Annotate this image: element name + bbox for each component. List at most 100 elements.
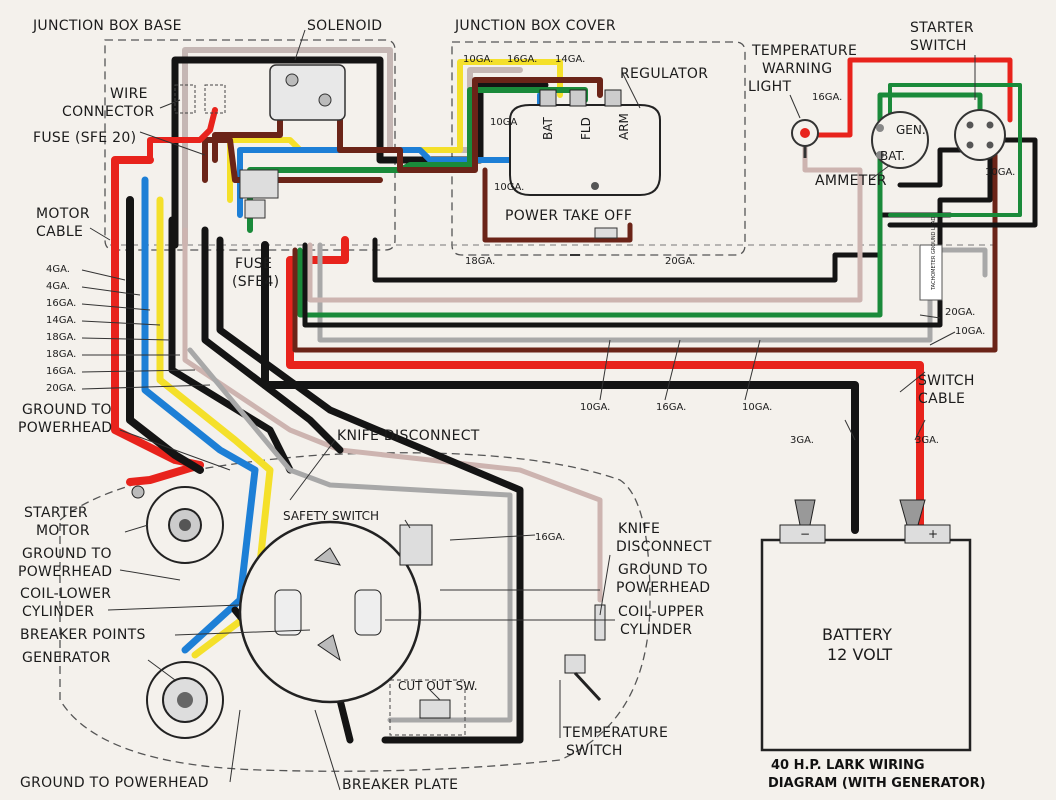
ground-powerhead-right-label-1: GROUND TO [618, 562, 708, 578]
gauge-bottom-2: 16GA. [656, 402, 686, 413]
wire-connector [174, 84, 226, 114]
gauge-starter: 10GA. [985, 167, 1015, 178]
temperature-warning-label-2: WARNING [762, 61, 832, 77]
switch-cable-label-1: SWITCH [918, 373, 975, 389]
battery-label-1: BATTERY [822, 625, 892, 644]
gauge-cover-10ga-3: 10GA. [494, 182, 524, 193]
wire-brown-loop [202, 137, 383, 183]
diagram-title-line-2: DIAGRAM (WITH GENERATOR) [768, 776, 986, 791]
wire-gray-tach [927, 247, 988, 278]
temperature-switch [564, 654, 602, 702]
gauge-battery-left: 3GA. [790, 435, 814, 446]
junction-box-cover-outline [451, 41, 746, 256]
gauge-left-7: 16GA. [46, 366, 76, 377]
wire-brown-pto [482, 167, 633, 243]
gauge-left-8: 20GA. [46, 383, 76, 394]
gauge-bottom-1: 10GA. [580, 402, 610, 413]
wire-green-2 [888, 83, 1022, 217]
wire-brown-harness [292, 137, 998, 353]
wire-yellow-top [227, 59, 563, 203]
solenoid [269, 64, 346, 121]
regulator-terminal-arm: ARM [617, 113, 631, 140]
coil-upper [594, 604, 606, 641]
gauge-safety-16: 16GA. [535, 532, 565, 543]
starter-motor [131, 485, 224, 564]
wire-red-upper [147, 107, 218, 163]
ammeter [871, 111, 929, 169]
ground-powerhead-top-label-1: GROUND TO [22, 402, 112, 418]
gauge-right-20: 20GA. [945, 307, 975, 318]
coil-lower-label-2: CYLINDER [22, 604, 94, 620]
starter-motor-label-1: STARTER [24, 505, 88, 521]
leader-lines [81, 29, 976, 791]
wire-black-switch [897, 147, 968, 188]
tachometer-tag [919, 244, 943, 301]
tachometer-tag-label: TACHOMETER GROUND LEAD [931, 217, 937, 291]
gauge-right-10: 10GA. [955, 326, 985, 337]
breaker-plate [238, 520, 422, 704]
safety-switch-label: SAFETY SWITCH [283, 509, 379, 523]
bat-terminal-label: BAT. [880, 149, 905, 163]
wire-black-motor2 [168, 216, 294, 474]
temperature-switch-label-2: SWITCH [566, 743, 623, 759]
wire-connector-label-2: CONNECTOR [62, 104, 154, 120]
starter-motor-label-2: MOTOR [36, 523, 90, 539]
generator-label: GENERATOR [22, 650, 111, 666]
junction-box-base-label: JUNCTION BOX BASE [32, 18, 182, 34]
wire-red-starter [807, 57, 1013, 138]
battery-plus-label: + [928, 527, 938, 541]
gauge-left-1: 4GA. [46, 264, 70, 275]
knife-disconnect-top-label: KNIFE DISCONNECT [337, 428, 480, 444]
ground-powerhead-mid-label-2: POWERHEAD [18, 564, 112, 580]
ground-powerhead-bottom-label: GROUND TO POWERHEAD [20, 775, 209, 791]
knife-disconnect-right-label-1: KNIFE [618, 521, 660, 537]
junction-box-base-outline [104, 39, 396, 251]
powerhead-outline [59, 452, 651, 772]
safety-switch [399, 524, 433, 566]
wire-red-harness [286, 236, 924, 534]
wire-black-battery [261, 241, 859, 534]
wire-black-top [171, 56, 549, 249]
switch-cable-label-2: CABLE [918, 391, 965, 407]
gauge-left-6: 18GA. [46, 349, 76, 360]
coil-upper-label-1: COIL-UPPER [618, 604, 704, 620]
wire-black-starter-out [887, 137, 1038, 228]
breaker-plate-label: BREAKER PLATE [342, 777, 458, 793]
battery [760, 499, 972, 752]
temperature-switch-label-1: TEMPERATURE [562, 725, 668, 741]
fuse-sfe20-label: FUSE (SFE 20) [33, 130, 136, 146]
fuse-sfe4-label-2: (SFE4) [232, 274, 279, 290]
coil-upper-label-2: CYLINDER [620, 622, 692, 638]
junction-box-cover-label: JUNCTION BOX COVER [454, 18, 616, 34]
wire-red-starter-motor [126, 461, 204, 486]
wire-black-motor3 [201, 226, 344, 454]
motor-cable-label-1: MOTOR [36, 206, 90, 222]
ammeter-label: AMMETER [815, 173, 887, 189]
gauge-left-5: 18GA. [46, 332, 76, 343]
temperature-warning-light [791, 119, 819, 158]
starter-switch [954, 109, 1006, 161]
power-take-off-label: POWER TAKE OFF [505, 208, 632, 224]
gauge-harness-20: 20GA. [665, 256, 695, 267]
breaker-points-label: BREAKER POINTS [20, 627, 146, 643]
generator [146, 661, 224, 739]
wire-gray-breaker [187, 347, 513, 723]
solenoid-label: SOLENOID [307, 18, 382, 34]
ground-powerhead-top-label-2: POWERHEAD [18, 420, 112, 436]
cut-out-switch [389, 679, 466, 736]
gauge-cover-14ga: 14GA. [555, 54, 585, 65]
regulator [509, 89, 661, 196]
wire-brown-solenoid [212, 77, 603, 173]
regulator-terminal-fld: FLD [579, 117, 593, 140]
regulator-label: REGULATOR [620, 66, 708, 82]
ground-powerhead-mid-label-1: GROUND TO [22, 546, 112, 562]
gauge-temp-light: 16GA. [812, 92, 842, 103]
ground-powerhead-right-label-2: POWERHEAD [616, 580, 710, 596]
gen-terminal-label: GEN. [896, 123, 926, 137]
gauge-bottom-3: 10GA. [742, 402, 772, 413]
power-take-off-connector [570, 227, 618, 256]
gauge-battery-right: 3GA. [915, 435, 939, 446]
fuse-sfe4-label-1: FUSE [235, 256, 272, 272]
